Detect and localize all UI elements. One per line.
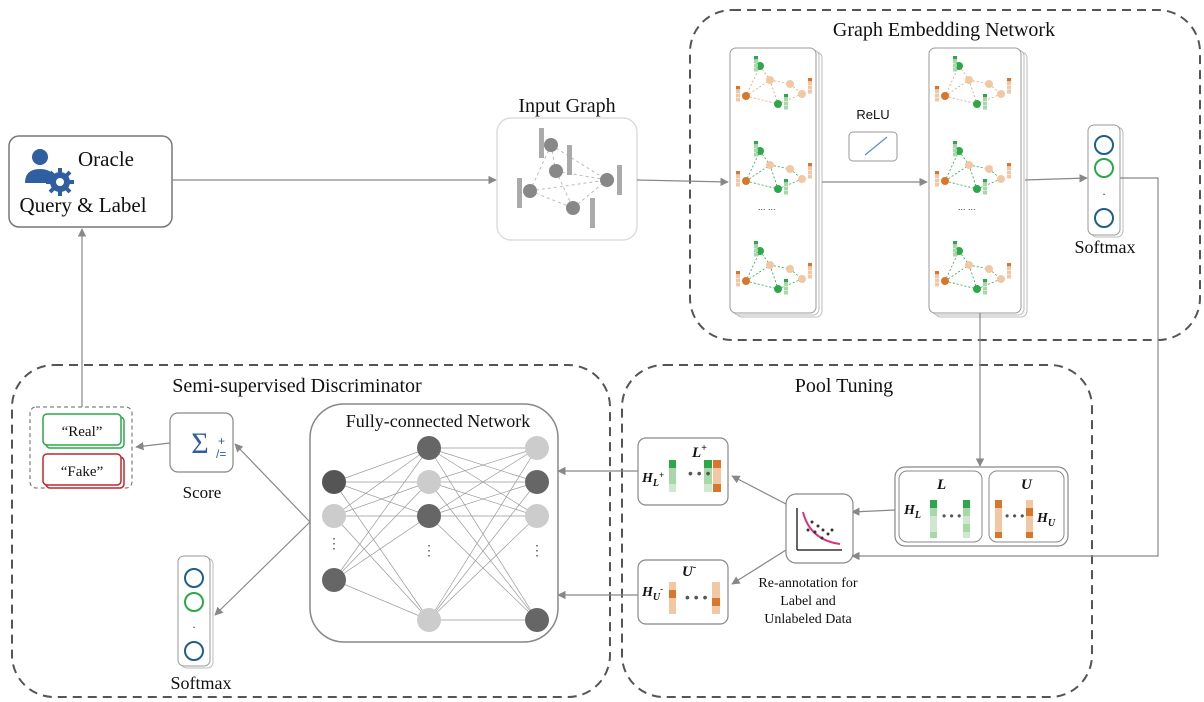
u-minus-label: U-	[682, 562, 696, 580]
graph-embedding-title: Graph Embedding Network	[833, 19, 1055, 41]
fc-node	[417, 436, 441, 460]
svg-text:• • •: • • •	[942, 509, 961, 523]
pool-tuning-title: Pool Tuning	[795, 375, 893, 397]
u-minus-vectors: • • •	[669, 582, 720, 614]
fc-node	[322, 504, 346, 528]
connector-arrows	[77, 174, 1159, 616]
lu-box: • • • • • •	[894, 466, 1069, 547]
pool-tuning-region	[621, 364, 1093, 698]
softmax-top-label: Softmax	[1075, 237, 1136, 257]
score-label: Score	[183, 483, 222, 502]
mini-graph	[736, 241, 812, 295]
oracle-subtitle: Query & Label	[19, 193, 146, 217]
oracle-title: Oracle	[78, 147, 134, 171]
svg-text:.: .	[192, 617, 195, 631]
curve-chart-icon	[796, 508, 842, 551]
fc-node	[525, 436, 549, 460]
user-icon	[25, 149, 55, 183]
fake-label: “Fake”	[61, 464, 103, 480]
embedding-mini-graphs	[736, 56, 1011, 295]
h-u-label: HU	[1036, 511, 1056, 529]
fc-node	[417, 470, 441, 494]
fc-nodes: ⋮ ⋮ ⋮	[322, 436, 549, 632]
sigma-icon: Σ	[191, 427, 208, 460]
svg-text:+: +	[218, 434, 225, 448]
mini-graph	[935, 56, 1011, 110]
embedding-stack-2	[928, 47, 1028, 318]
h-l-label: HL	[903, 503, 921, 521]
u-vectors: • • •	[995, 500, 1033, 538]
fc-ellipsis: ⋮	[422, 544, 436, 559]
fc-node	[525, 504, 549, 528]
real-fake-group	[29, 406, 133, 489]
fc-node	[525, 470, 549, 494]
h-l-plus-label: HL+	[641, 470, 664, 489]
svg-text:.: .	[1102, 184, 1105, 198]
input-graph-title: Input Graph	[518, 95, 615, 117]
ellipsis-right: ... ...	[958, 202, 976, 212]
fc-edges	[333, 447, 538, 621]
l-label: L	[936, 477, 946, 493]
ellipsis-left: ... ...	[758, 202, 776, 212]
softmax-top: .	[1087, 124, 1124, 238]
svg-text:• • •: • • •	[688, 465, 711, 481]
real-label: “Real”	[62, 424, 103, 440]
reannotation-line2: Label and	[780, 594, 836, 609]
mini-graph	[736, 56, 812, 110]
softmax-bottom: .	[177, 555, 214, 669]
l-plus-box: • • •	[637, 437, 729, 506]
mini-graph	[935, 241, 1011, 295]
mini-graph	[935, 141, 1011, 195]
discriminator-region	[11, 364, 611, 698]
fc-ellipsis: ⋮	[327, 537, 341, 552]
reannotation-box	[785, 493, 854, 564]
svg-text:/=: /=	[216, 447, 226, 461]
gear-icon	[46, 168, 74, 196]
fc-node	[322, 568, 346, 592]
h-u-minus-label: HU-	[641, 584, 663, 603]
softmax-bottom-label: Softmax	[171, 673, 232, 693]
score-box: Σ + /=	[169, 412, 234, 473]
fc-node	[417, 608, 441, 632]
l-plus-label: L+	[691, 443, 707, 461]
graph-embedding-region	[689, 9, 1201, 341]
fc-network-title: Fully-connected Network	[346, 411, 530, 431]
relu-icon	[848, 131, 898, 162]
l-plus-vectors: • • •	[669, 460, 721, 492]
fc-node	[322, 470, 346, 494]
input-graph-box	[496, 117, 638, 241]
relu-label: ReLU	[856, 107, 889, 122]
oracle-box: Oracle Query & Label	[8, 135, 173, 228]
fc-ellipsis: ⋮	[530, 544, 544, 559]
fc-node	[525, 608, 549, 632]
mini-graph	[736, 141, 812, 195]
l-vectors: • • •	[930, 500, 970, 538]
fc-node	[417, 504, 441, 528]
reannotation-line1: Re-annotation for	[758, 576, 857, 591]
discriminator-title: Semi-supervised Discriminator	[172, 375, 422, 397]
reannotation-line3: Unlabeled Data	[764, 612, 852, 627]
u-minus-box: • • •	[637, 559, 729, 625]
svg-text:• • •: • • •	[685, 589, 708, 605]
u-label: U	[1021, 477, 1033, 493]
svg-text:• • •: • • •	[1005, 509, 1024, 523]
